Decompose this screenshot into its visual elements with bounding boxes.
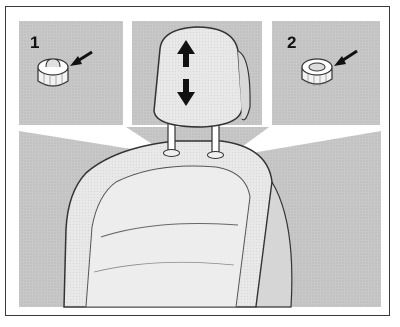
- step-label-2: 2: [287, 33, 296, 52]
- release-button-ring-icon: [302, 59, 332, 86]
- diagram-frame: 1 2: [5, 6, 390, 316]
- headrest: [154, 27, 250, 127]
- release-button-pressed-icon: [38, 59, 68, 87]
- seat-back: [64, 141, 292, 307]
- headrest-adjustment-diagram: 1 2: [6, 7, 390, 316]
- step-label-1: 1: [30, 33, 39, 52]
